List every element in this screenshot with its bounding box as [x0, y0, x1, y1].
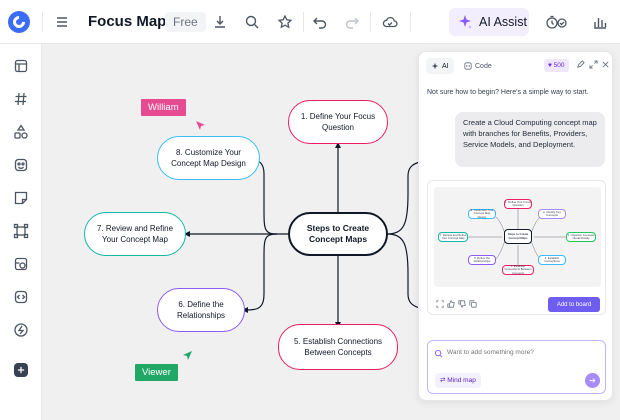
frame-icon[interactable]	[11, 221, 31, 241]
redo-icon[interactable]	[340, 10, 364, 34]
node-establish-connections[interactable]: 5. Establish Connections Between Concept…	[278, 324, 398, 370]
close-icon[interactable]	[601, 60, 610, 69]
preview-node: 1. Define Your Focus Question	[504, 199, 532, 209]
star-icon[interactable]	[273, 10, 297, 34]
preview-node: 4. Establish Connections	[538, 255, 566, 265]
divider	[303, 12, 304, 32]
thumbs-up-icon[interactable]	[447, 300, 455, 308]
code-icon[interactable]	[11, 287, 31, 307]
tab-ai[interactable]: AI	[426, 58, 454, 74]
divider	[42, 12, 43, 32]
sticker-icon[interactable]	[11, 155, 31, 175]
layout-icon[interactable]	[11, 56, 31, 76]
ai-assist-button[interactable]: AI Assist	[449, 8, 529, 36]
divider	[410, 12, 411, 32]
fullscreen-icon[interactable]	[436, 300, 444, 308]
preview-connectors	[468, 209, 566, 265]
app-logo[interactable]	[8, 11, 30, 33]
preview-node: 7. Review and Refine Your Concept Map	[438, 232, 468, 242]
center-node[interactable]: Steps to Create Concept Maps	[288, 212, 388, 256]
download-icon[interactable]	[208, 10, 232, 34]
chart-icon[interactable]	[588, 10, 612, 34]
send-button[interactable]: ➜	[585, 373, 600, 388]
image-icon[interactable]	[11, 254, 31, 274]
search-icon[interactable]	[240, 10, 264, 34]
edit-icon[interactable]	[576, 60, 585, 69]
left-toolbar	[0, 44, 42, 420]
ai-prompt-box: ⇄ Mind map ➜	[427, 340, 606, 394]
sticky-note-icon[interactable]	[11, 188, 31, 208]
mode-chip-label: Mind map	[447, 377, 476, 384]
tab-ai-label: AI	[442, 62, 449, 70]
preview-node: 5. Establish Connections Between Concept…	[502, 264, 534, 275]
undo-icon[interactable]	[308, 10, 332, 34]
node-review-refine[interactable]: 7. Review and Refine Your Concept Map	[84, 212, 186, 256]
plus-icon[interactable]	[14, 363, 28, 377]
credits-count: 500	[553, 62, 565, 69]
expand-icon[interactable]	[589, 60, 598, 69]
node-define-focus-question[interactable]: 1. Define Your Focus Question	[288, 100, 388, 144]
ai-prompt-input[interactable]	[447, 349, 597, 356]
copy-icon[interactable]	[469, 300, 477, 308]
preview-center-node: Steps to Create Concept Maps	[504, 229, 532, 244]
ai-intro-text: Not sure how to begin? Here's a simple w…	[427, 89, 589, 96]
cursor-icon	[183, 351, 192, 360]
map-preview[interactable]: Steps to Create Concept Maps 1. Define Y…	[434, 187, 601, 287]
collaborator-tag-viewer: Viewer	[135, 364, 178, 381]
plan-badge: Free	[165, 12, 206, 32]
preview-node: 3. Organize Concepts Hierarchically	[566, 232, 596, 242]
top-toolbar: Focus Map Free AI Assist	[0, 0, 620, 44]
collaborator-tag-william: William	[141, 99, 186, 116]
sparkle-icon	[459, 15, 472, 29]
node-customize-design[interactable]: 8. Customize Your Concept Map Design	[157, 136, 260, 180]
hash-icon[interactable]	[11, 89, 31, 109]
code-icon	[464, 62, 472, 70]
user-message: Create a Cloud Computing concept map wit…	[455, 112, 605, 167]
mode-selector[interactable]: ⇄ Mind map	[435, 373, 481, 388]
preview-node: 2. Identify Key Concepts	[538, 209, 566, 219]
sparkle-icon	[431, 62, 439, 70]
document-title[interactable]: Focus Map	[88, 13, 167, 30]
ai-assist-label: AI Assist	[479, 15, 527, 29]
credits-badge: ♥ 500	[544, 59, 569, 72]
search-icon	[434, 349, 443, 358]
divider	[370, 12, 371, 32]
preview-node: 8. Customize Your Concept Map Design	[468, 208, 496, 219]
thumbs-down-icon[interactable]	[458, 300, 466, 308]
node-define-relationships[interactable]: 6. Define the Relationships	[157, 288, 245, 332]
timer-icon[interactable]	[542, 10, 572, 34]
arrow-right-icon: ➜	[589, 376, 596, 385]
bolt-icon[interactable]	[11, 320, 31, 340]
add-to-board-button[interactable]: Add to board	[548, 297, 600, 312]
preview-node: 6. Define the Relationships	[468, 255, 496, 265]
cursor-icon	[196, 121, 205, 130]
generated-map-card: Steps to Create Concept Maps 1. Define Y…	[427, 180, 606, 315]
connector-lines	[184, 142, 421, 328]
shapes-icon[interactable]	[11, 122, 31, 142]
tab-code[interactable]: Code	[459, 58, 497, 74]
menu-icon[interactable]	[50, 10, 74, 34]
tab-code-label: Code	[475, 62, 492, 70]
ai-panel: AI Code ♥ 500 Not sure how to begin? Her…	[418, 51, 613, 401]
cloud-icon[interactable]	[378, 10, 402, 34]
